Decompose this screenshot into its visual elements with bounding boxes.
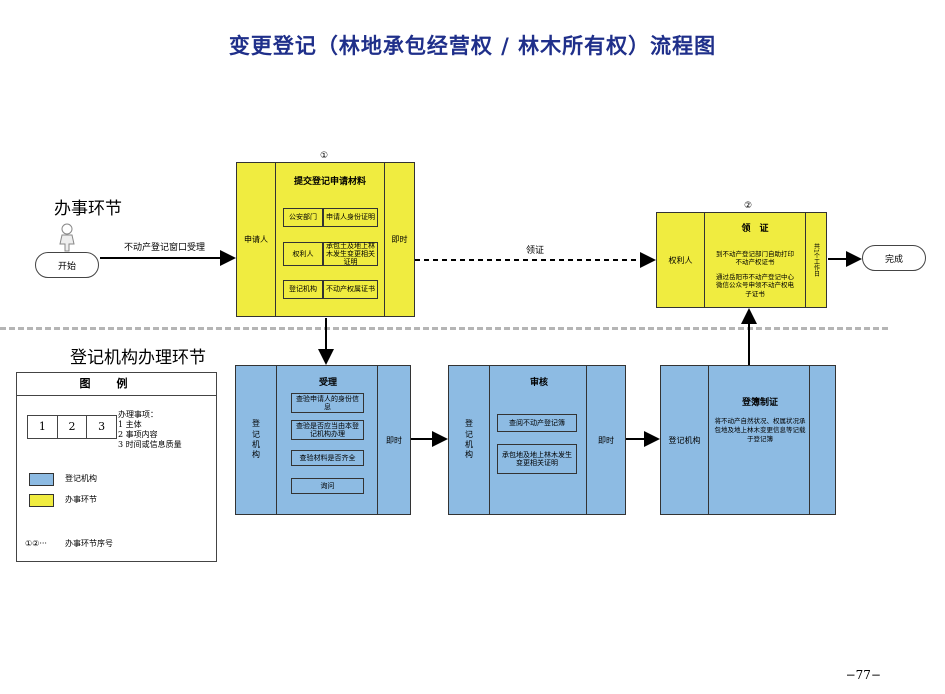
register-desc: 将不动产自然状况、权属状况承包地及地上林木变更信息等记载于登记簿 (714, 417, 806, 444)
step1-row1-item: 申请人身份证明 (323, 208, 378, 227)
accept-subject: 登记机构 (236, 366, 277, 514)
legend-matters-title: 办理事项： (118, 410, 158, 419)
section-label-applicant: 办事环节 (54, 199, 122, 219)
section-divider (0, 327, 888, 330)
legend-matter-3: 3 时间或信息质量 (118, 440, 182, 449)
step2-timing: 共1个工作日 (805, 213, 826, 307)
legend-title: 图例 (17, 373, 216, 396)
step2-note2: 通过岳阳市不动产登记中心微信公众号申领不动产权电子证书 (716, 273, 794, 298)
register-subject: 登记机构 (661, 366, 709, 514)
legend-swatch-agency (29, 473, 54, 486)
legend-panel: 图例 1 2 3 办理事项： 1 主体 2 事项内容 3 时间或信息质量 登记机… (16, 372, 217, 562)
accept-box: 登记机构 即时 受理 查验申请人的身份信息 查验是否应当由本登记机构办理 查验材… (235, 365, 411, 515)
accept-timing: 即时 (377, 366, 410, 514)
legend-matter-1: 1 主体 (118, 420, 142, 429)
review-timing: 即时 (586, 366, 625, 514)
register-title: 登簿制证 (741, 398, 778, 408)
step1-row3-item: 不动产权属证书 (323, 280, 378, 299)
accept-item4: 询问 (291, 478, 364, 494)
accept-item3: 查验材料是否齐全 (291, 450, 364, 466)
arrow-label-window: 不动产登记窗口受理 (124, 243, 206, 253)
accept-title: 受理 (318, 378, 337, 388)
step2-title: 领 证 (741, 224, 769, 234)
section-label-agency: 登记机构办理环节 (70, 348, 206, 368)
review-subject-text: 登记机构 (465, 419, 473, 460)
register-box: 登记机构 登簿制证 将不动产自然状况、权属状况承包地及地上林木变更信息等记载于登… (660, 365, 836, 515)
step1-row2-item: 承包土及地上林木发生变更相关证明 (323, 242, 378, 266)
accept-item2: 查验是否应当由本登记机构办理 (291, 420, 364, 440)
legend-num-3: 3 (86, 416, 116, 438)
review-subject: 登记机构 (449, 366, 490, 514)
step2-box: 权利人 共1个工作日 领 证 到不动产登记部门自助打印不动产权证书 通过岳阳市不… (656, 212, 827, 308)
legend-num-box: 1 2 3 (27, 415, 117, 439)
legend-num-1: 1 (38, 420, 46, 433)
review-title: 审核 (529, 378, 548, 388)
step1-row2-dept: 权利人 (283, 242, 323, 266)
step2-seq: ② (744, 201, 753, 211)
register-right-column (809, 366, 835, 514)
legend-matter-2: 2 事项内容 (118, 430, 158, 439)
page-title: 变更登记（林地承包经营权 / 林木所有权）流程图 (228, 33, 717, 58)
step1-row3-dept: 登记机构 (283, 280, 323, 299)
legend-num-2: 2 (56, 416, 87, 438)
legend-seq-text: 办事环节序号 (65, 539, 113, 548)
person-icon (52, 222, 82, 252)
legend-label-step: 办事环节 (65, 495, 97, 504)
legend-seq-symbol: ①②··· (25, 539, 47, 548)
step1-row1-dept: 公安部门 (283, 208, 323, 227)
arrow-label-pickup: 领证 (526, 246, 545, 256)
review-item1: 查阅不动产登记簿 (497, 414, 577, 432)
step2-note1: 到不动产登记部门自助打印不动产权证书 (716, 250, 794, 267)
step1-subject: 申请人 (237, 163, 276, 316)
start-node: 开始 (35, 252, 99, 278)
review-item2: 承包地及地上林木发生变更相关证明 (497, 444, 577, 474)
accept-item1: 查验申请人的身份信息 (291, 393, 364, 413)
legend-label-agency: 登记机构 (65, 474, 97, 483)
step1-timing: 即时 (384, 163, 414, 316)
step1-title: 提交登记申请材料 (293, 177, 366, 187)
step1-box: 申请人 即时 提交登记申请材料 公安部门 申请人身份证明 权利人 承包土及地上林… (236, 162, 415, 317)
page-number: −77− (845, 668, 881, 682)
review-box: 登记机构 即时 审核 查阅不动产登记簿 承包地及地上林木发生变更相关证明 (448, 365, 626, 515)
accept-subject-text: 登记机构 (252, 419, 260, 460)
step2-subject: 权利人 (657, 213, 705, 307)
end-node: 完成 (862, 245, 926, 271)
step1-seq: ① (320, 151, 329, 161)
legend-swatch-step (29, 494, 54, 507)
